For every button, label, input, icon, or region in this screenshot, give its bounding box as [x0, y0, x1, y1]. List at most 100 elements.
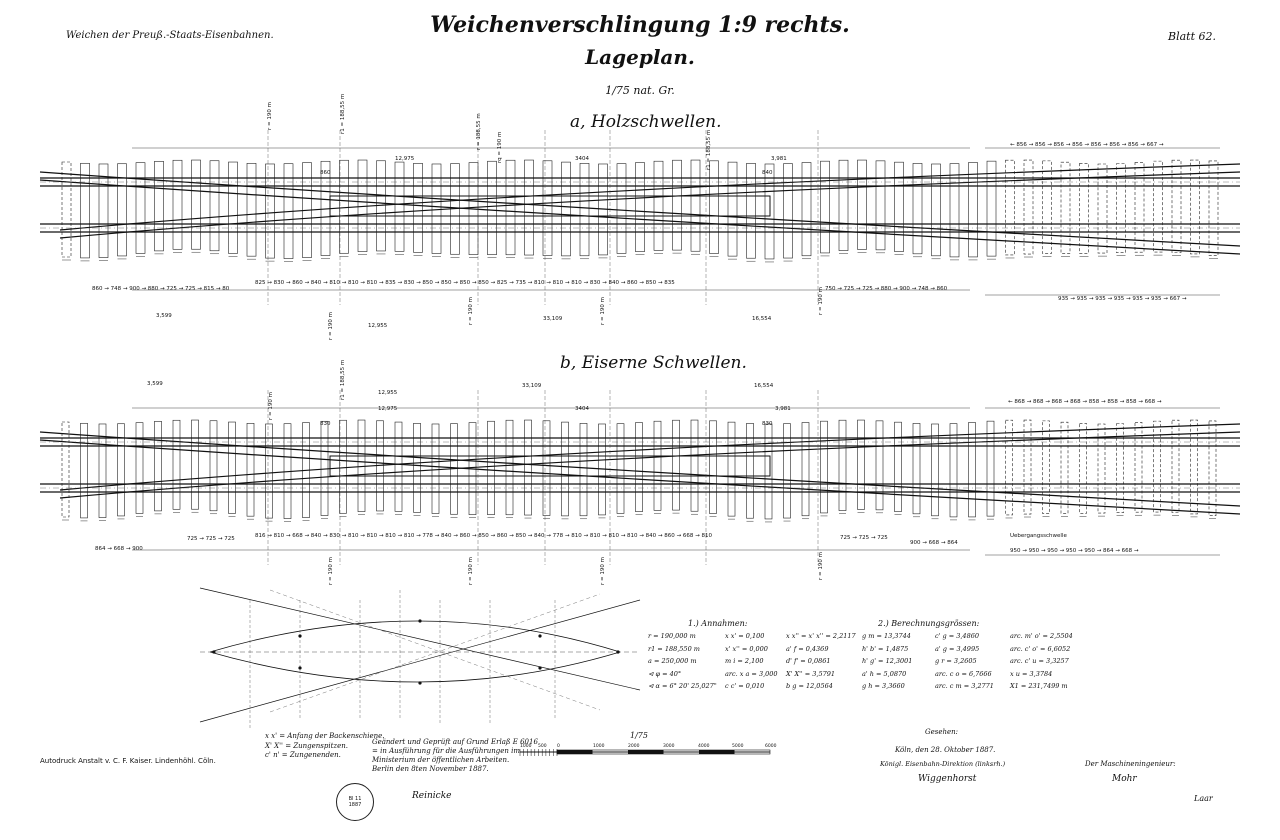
plan-b-bottom-spacing-left2: 725 → 725 → 725 [187, 536, 235, 542]
calculation-value: x u = 3,3784 [1010, 669, 1053, 678]
assumption-value: arc. x a = 3,000 [725, 669, 778, 678]
plan-b-radius-label-3: r = 190 m [328, 557, 334, 585]
diverging-rail [59, 163, 1241, 231]
sleeper [1042, 420, 1050, 514]
plan-a-radius-label-4: rq = 190 m [497, 131, 503, 163]
diverging-rail [59, 171, 1241, 239]
sleeper [431, 423, 440, 514]
corner-signature: Laar [1194, 794, 1213, 803]
sleeper [542, 160, 553, 256]
plan-a-radius-label-2: r1 = 188,55 m [340, 93, 346, 134]
plan-a-radius-label-1: r = 190 m [267, 102, 273, 130]
sleeper [616, 163, 627, 254]
sleeper [487, 420, 495, 515]
date-line: Köln, den 28. Oktober 1887. [895, 746, 996, 754]
sleeper [80, 422, 88, 519]
plan-a-bottom-spacing-mid: 825 → 830 → 860 → 840 → 810 → 810 → 810 … [255, 280, 675, 286]
sleeper [857, 419, 865, 510]
sleeper [561, 161, 571, 257]
plan-b-bottom-spacing-right2: 900 → 668 → 864 [910, 540, 958, 546]
plan-a-radius-label-9: r = 190 m [818, 287, 824, 315]
sleeper [838, 159, 849, 251]
calculation-value: g m = 13,3744 [862, 632, 911, 640]
diverging-rail [39, 431, 1241, 507]
approval-note: Geändert und Geprüft auf Grund Erlaß E 6… [372, 738, 538, 774]
plan-a-radius-label-8: r = 190 m [600, 297, 606, 325]
sleeper [1079, 423, 1087, 514]
sleeper [413, 423, 421, 513]
directorate-signature: Wiggenhorst [918, 774, 977, 784]
assumption-value: a = 250,000 m [648, 657, 697, 665]
assumption-value: r = 190,000 m [648, 632, 696, 640]
diverging-rail [39, 171, 1241, 247]
sleeper [709, 420, 717, 514]
sleeper [894, 161, 904, 252]
scale-bar [519, 749, 771, 756]
sleeper [394, 161, 405, 252]
sleeper [487, 160, 497, 255]
plan-b-dim-3404: 3404 [575, 406, 589, 412]
scale-bar-segment [699, 750, 735, 754]
plan-a-dim-12955: 12,955 [368, 323, 388, 329]
calculation-col1: g m = 13,3744 h' b' = 1,4875 h' g' = 12,… [862, 630, 932, 693]
sleeper [117, 423, 125, 517]
plan-a-dim-3404: 3404 [575, 156, 589, 162]
sleeper [61, 421, 70, 518]
assumption-value: ⊲ φ = 40° [648, 669, 682, 678]
assumption-value: d' f' = 0,0861 [786, 657, 831, 665]
sleeper [1079, 163, 1089, 254]
sleeper [172, 159, 183, 250]
sleeper [339, 159, 349, 254]
sleeper [931, 423, 939, 517]
sleeper [98, 163, 109, 258]
plan-a-dim-840: 840 [762, 170, 773, 176]
sleeper [265, 163, 275, 259]
sleeper [1134, 422, 1143, 513]
sleeper [98, 423, 107, 518]
sleeper [80, 162, 90, 259]
archive-stamp: Bl 11 1887 [336, 783, 374, 821]
sleeper [912, 423, 921, 515]
sleeper [228, 161, 238, 254]
plan-a-wooden-sleepers [39, 130, 1241, 305]
sleeper [912, 163, 923, 255]
calculation-value: arc. m' o' = 2,5504 [1010, 632, 1073, 640]
plan-a-dim-3599: 3,599 [156, 313, 172, 319]
stamp-text: Bl 11 1887 [348, 796, 362, 808]
sleeper [986, 160, 997, 257]
section-a-title: a, Holzschwellen. [570, 112, 722, 132]
calculation-title: 2.) Berechnungsgrössen: [878, 619, 980, 628]
sleeper [820, 160, 830, 254]
scale-tick-label: 0 [557, 744, 560, 749]
sleeper [1005, 159, 1015, 256]
construction-point [418, 681, 422, 685]
sleeper [1208, 420, 1217, 516]
sleeper [265, 423, 273, 519]
plan-b-steel-sleepers [39, 390, 1241, 565]
scale-bar-segment [628, 750, 664, 754]
curve-arc [209, 651, 621, 683]
calculation-value: arc. c m = 3,2771 [935, 682, 994, 690]
calculation-col3: arc. m' o' = 2,5504 arc. c' o' = 6,6052 … [1010, 630, 1085, 693]
approval-signature: Reinicke [412, 791, 452, 801]
legend-entry: x x' = Anfang der Backenschiene. [265, 732, 385, 740]
calculation-value: arc. c' u = 3,3257 [1010, 657, 1069, 665]
sleeper [135, 422, 144, 514]
calculation-value: a' g = 3,4995 [935, 644, 980, 653]
plan-a-radius-label-7: r = 190 m [468, 297, 474, 325]
assumptions-title: 1.) Annahmen: [688, 619, 748, 628]
sleeper [672, 159, 682, 251]
sleeper [783, 163, 793, 259]
geometry-construction-diagram [199, 587, 641, 730]
plan-a-bottom-spacing-far: 935 → 935 → 935 → 935 → 935 → 935 → 667 … [1058, 296, 1187, 302]
plan-a-radius-label-5: r1 = 188,55 m [706, 129, 712, 170]
construction-point [616, 650, 620, 654]
sleeper [413, 163, 423, 253]
sleeper [1005, 419, 1013, 516]
sleeper [875, 160, 886, 251]
sleeper [524, 419, 532, 516]
assumptions-col3: x x'' = x' x'' = 2,2117 a' f = 0,4369 d'… [786, 630, 858, 693]
assumption-value: x x' = 0,100 [725, 632, 765, 640]
sleeper [524, 159, 534, 256]
sleeper [1190, 159, 1200, 255]
